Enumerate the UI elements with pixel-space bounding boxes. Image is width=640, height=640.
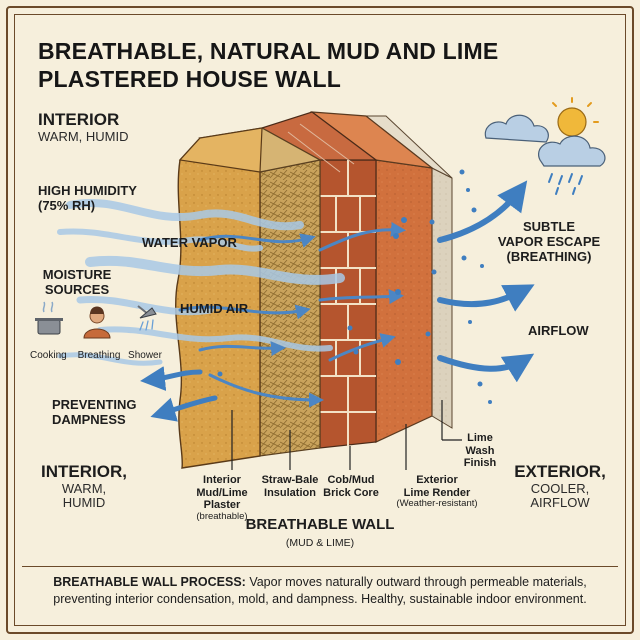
layer-label-cob: Cob/Mud Brick Core [323, 474, 379, 499]
cloud-icon [484, 114, 606, 167]
sun-icon [552, 97, 599, 137]
title-line-2: PLASTERED HOUSE WALL [38, 65, 342, 92]
exterior-bottom-label: EXTERIOR, COOLER, AIRFLOW [514, 462, 606, 511]
humid-air-label: HUMID AIR [180, 301, 249, 316]
humidity-label: HIGH HUMIDITY (75% RH) [38, 183, 137, 213]
water-vapor-label: WATER VAPOR [142, 235, 237, 250]
person-icon [83, 306, 111, 339]
interior-heading: INTERIOR [38, 110, 120, 129]
interior-top-label: INTERIOR WARM, HUMID [38, 110, 129, 144]
weather-icon [484, 97, 606, 195]
dampness-arrows [140, 366, 218, 422]
exterior-flow-arrows [437, 180, 535, 383]
leader-lines [231, 400, 462, 470]
source-label-shower: Shower [128, 350, 162, 361]
inner-border [14, 14, 626, 626]
airflow-label: AIRFLOW [528, 323, 589, 338]
footer-text: BREATHABLE WALL PROCESS: Vapor moves nat… [28, 574, 612, 608]
vapor-wisps [57, 198, 345, 366]
outer-border [6, 6, 634, 634]
vapor-escape-label: SUBTLE VAPOR ESCAPE (BREATHING) [497, 219, 601, 264]
interior-sub: WARM, HUMID [38, 128, 129, 144]
vapor-dots [217, 169, 492, 404]
page-title: BREATHABLE, NATURAL MUD AND LIME PLASTER… [38, 38, 598, 93]
interior-bottom-label: INTERIOR, WARM, HUMID [41, 462, 127, 511]
wall-caption: BREATHABLE WALL (MUD & LIME) [245, 516, 395, 550]
footer-body: Vapor moves naturally outward through pe… [53, 575, 587, 606]
interior-flow-arrows [178, 221, 406, 408]
layer-label-plaster: Interior Mud/Lime Plaster (breathable) [196, 474, 248, 522]
source-label-cooking: Cooking [30, 350, 67, 361]
moisture-sources-label: MOISTURE SOURCES [42, 267, 112, 297]
shower-icon [137, 305, 157, 331]
preventing-dampness-label: PREVENTING DAMPNESS [52, 397, 137, 427]
interior-plaster-layer [175, 127, 263, 469]
footer-divider [22, 566, 618, 567]
layer-label-limewash: Lime Wash Finish [463, 432, 497, 470]
source-label-breathing: Breathing [77, 350, 121, 361]
pot-icon [35, 301, 63, 335]
layer-label-strawbale: Straw-Bale Insulation [261, 474, 319, 499]
footer-label: BREATHABLE WALL PROCESS: [53, 575, 246, 589]
layer-label-render: Exterior Lime Render (Weather-resistant) [396, 474, 478, 510]
rain-icon [548, 173, 583, 195]
title-line-1: BREATHABLE, NATURAL MUD AND LIME [38, 38, 499, 64]
